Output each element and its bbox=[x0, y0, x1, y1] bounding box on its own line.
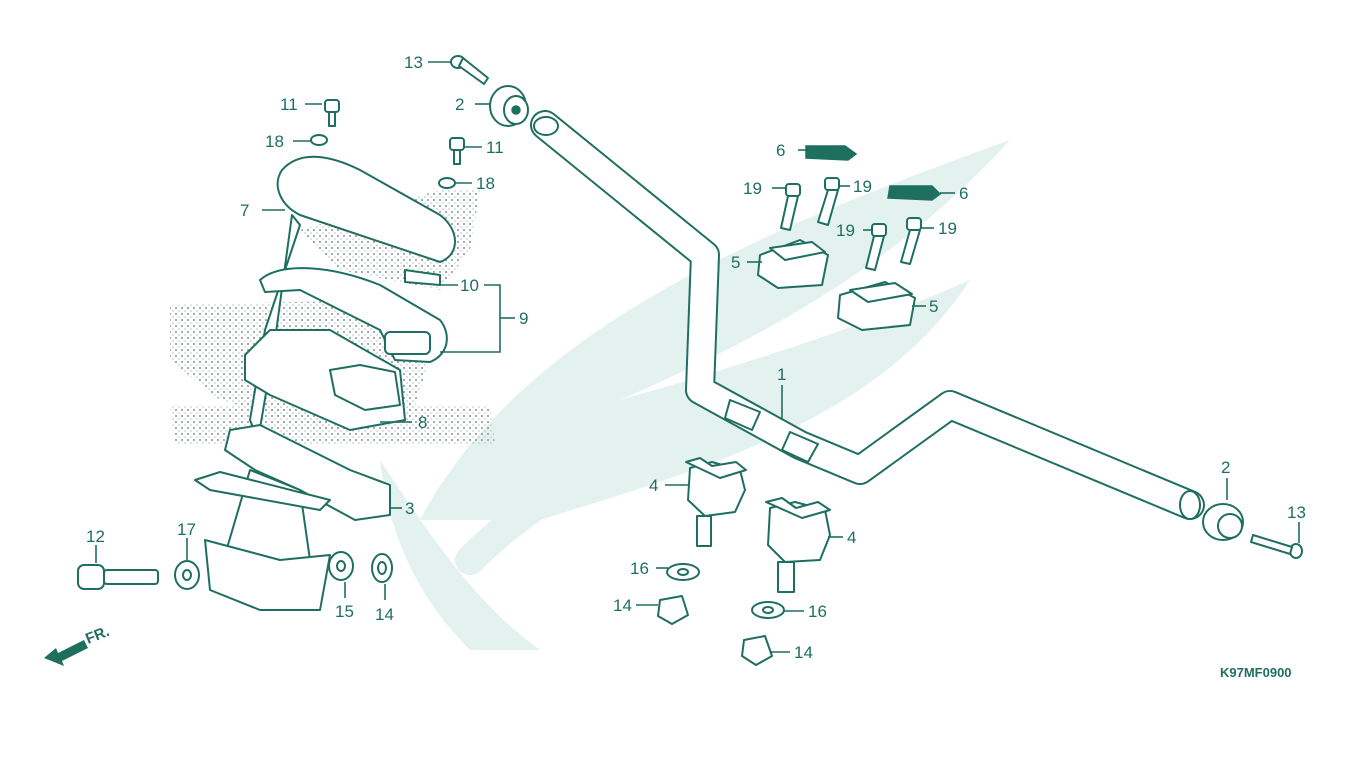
front-direction-marker: FR. bbox=[44, 623, 112, 666]
screw-11-left-shank bbox=[328, 111, 336, 127]
lower-holder-right-stud bbox=[777, 561, 795, 593]
front-label: FR. bbox=[83, 623, 112, 648]
knurl-left bbox=[724, 399, 761, 431]
callout-9: 9 bbox=[519, 309, 528, 328]
callout-5-right: 5 bbox=[929, 297, 938, 316]
ring-clamp-block bbox=[384, 331, 431, 355]
washer-18-left bbox=[310, 134, 328, 146]
callout-labels: 13 2 11 18 11 18 7 10 9 8 3 12 17 15 14 … bbox=[86, 53, 1306, 662]
callout-14-left: 14 bbox=[375, 605, 394, 624]
inner-cover-tab bbox=[329, 364, 401, 411]
screw-11-left bbox=[324, 99, 340, 113]
callout-8: 8 bbox=[418, 413, 427, 432]
handlebar-weight-right bbox=[1202, 503, 1244, 541]
upper-handle-cover bbox=[276, 155, 456, 263]
callout-7: 7 bbox=[240, 201, 249, 220]
bolt-12 bbox=[77, 564, 159, 590]
nut-14-bottom bbox=[741, 635, 773, 666]
bolt-19-b bbox=[817, 177, 840, 226]
bolt-19-d bbox=[900, 217, 922, 265]
callout-15: 15 bbox=[335, 602, 354, 621]
callout-19-b: 19 bbox=[853, 177, 872, 196]
washer-17-hole bbox=[182, 569, 192, 581]
screw-11-right-shank bbox=[453, 149, 461, 165]
lower-holder-left bbox=[685, 457, 747, 547]
lower-holder-left-stud bbox=[696, 515, 712, 547]
callout-11-right: 11 bbox=[486, 138, 504, 157]
callout-4-right: 4 bbox=[847, 528, 856, 547]
knurl-right bbox=[781, 431, 819, 463]
callout-3: 3 bbox=[405, 499, 414, 518]
callout-1: 1 bbox=[777, 365, 786, 384]
nut-14-left-hole bbox=[377, 561, 387, 575]
washer-16-left bbox=[666, 563, 700, 581]
bolt-19-a bbox=[780, 183, 801, 231]
diagram-code: K97MF0900 bbox=[1220, 665, 1292, 680]
callout-19-d: 19 bbox=[938, 219, 957, 238]
callout-18-right: 18 bbox=[476, 174, 495, 193]
callout-16-left: 16 bbox=[630, 559, 649, 578]
callout-6-right: 6 bbox=[959, 184, 968, 203]
callout-2-left: 2 bbox=[455, 95, 464, 114]
handlebar-left-end bbox=[533, 116, 559, 136]
stem-clip bbox=[194, 471, 331, 511]
lower-handle-cover bbox=[224, 424, 391, 521]
callout-10: 10 bbox=[460, 276, 479, 295]
screw-13-left bbox=[450, 55, 489, 85]
handle-cover-assembly bbox=[194, 99, 465, 611]
callout-2-right: 2 bbox=[1221, 458, 1230, 477]
callout-17: 17 bbox=[177, 520, 196, 539]
washer-18-right bbox=[438, 177, 456, 189]
screw-13-right bbox=[1250, 534, 1303, 559]
nut-14-center bbox=[657, 595, 689, 625]
handlebar-right-end bbox=[1179, 490, 1201, 520]
bolt-19-c bbox=[865, 223, 887, 271]
callout-19-a: 19 bbox=[743, 179, 762, 198]
washer-15-hole bbox=[336, 560, 346, 572]
cap-6-top bbox=[805, 145, 858, 161]
upper-holder-right bbox=[837, 281, 916, 331]
stem-bracket bbox=[204, 539, 331, 611]
callout-14-center: 14 bbox=[613, 596, 632, 615]
callout-16-right: 16 bbox=[808, 602, 827, 621]
callout-18-left: 18 bbox=[265, 132, 284, 151]
callout-11-left: 11 bbox=[280, 95, 298, 114]
callout-13-left: 13 bbox=[404, 53, 423, 72]
callout-5-left: 5 bbox=[731, 253, 740, 272]
callout-6-top: 6 bbox=[776, 141, 785, 160]
leader-lines bbox=[95, 61, 1300, 653]
callout-19-c: 19 bbox=[836, 221, 855, 240]
callout-13-right: 13 bbox=[1287, 503, 1306, 522]
screw-11-right bbox=[449, 137, 465, 151]
callout-12: 12 bbox=[86, 527, 105, 546]
callout-14-bottom: 14 bbox=[794, 643, 813, 662]
handlebar bbox=[530, 110, 1205, 520]
front-arrow-icon bbox=[44, 640, 88, 666]
lower-holder-right bbox=[765, 497, 831, 593]
washer-16-right bbox=[751, 601, 785, 619]
cap-6-right bbox=[887, 185, 942, 201]
handlebar-weight-left bbox=[489, 85, 529, 127]
upper-holder-left bbox=[757, 239, 829, 289]
callout-4-left: 4 bbox=[649, 476, 658, 495]
